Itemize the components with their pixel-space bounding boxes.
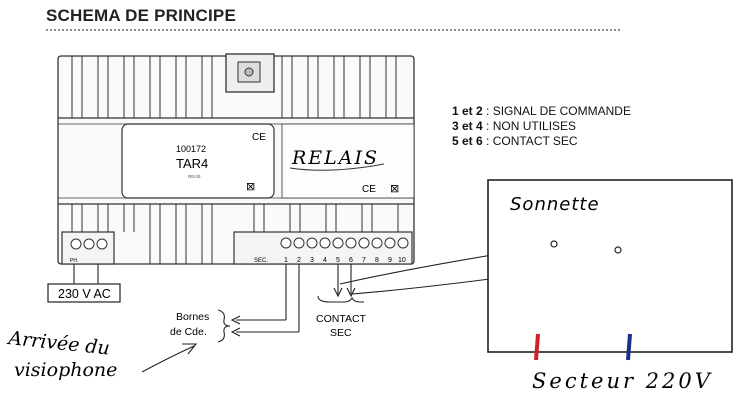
- bornes-label-2: de Cde.: [170, 326, 207, 338]
- secteur-label: Secteur 220V: [532, 369, 713, 393]
- doorbell-terminal-2: [614, 246, 622, 254]
- blue-wire: [626, 333, 632, 361]
- ce-mark-panel: CE: [252, 132, 266, 143]
- legend-pins: 5 et 6: [452, 134, 483, 148]
- contact-wires: [317, 264, 364, 303]
- terminal-number: 2: [297, 257, 301, 264]
- legend-text: SIGNAL DE COMMANDE: [492, 104, 631, 118]
- module-reference: 100172: [176, 144, 206, 154]
- arrivee-line-1: Arrivée du: [5, 327, 110, 360]
- red-wire: [534, 333, 540, 361]
- terminal-number: 5: [336, 257, 340, 264]
- page-title: SCHEMA DE PRINCIPE: [46, 6, 236, 25]
- top-fins: [71, 56, 397, 118]
- terminal-left-label: PH.: [70, 258, 78, 264]
- bornes-brace: [217, 309, 231, 343]
- terminal-numbers: 1 2 3 4 5 6 7 8 9 10: [284, 257, 406, 264]
- ce-mark-right: CE: [362, 184, 376, 195]
- terminal-number: 9: [388, 257, 392, 264]
- recycle-bin-icon: ⊠: [246, 181, 255, 193]
- module-small-text: RE/45: [188, 174, 201, 179]
- terminal-number: 10: [398, 257, 406, 264]
- legend-pins: 1 et 2: [452, 104, 483, 118]
- legend-row: 3 et 4 : NON UTILISES: [452, 119, 577, 133]
- relais-handwritten-label: RELAIS: [291, 147, 379, 169]
- legend-row: 1 et 2 : SIGNAL DE COMMANDE: [452, 104, 631, 118]
- bottom-fins: [71, 204, 399, 264]
- legend-row: 5 et 6 : CONTACT SEC: [452, 134, 578, 148]
- terminal-number: 1: [284, 257, 288, 264]
- sonnette-label: Sonnette: [510, 194, 600, 215]
- pin-legend: 1 et 2 : SIGNAL DE COMMANDE 3 et 4 : NON…: [452, 104, 631, 149]
- legend-pins: 3 et 4: [452, 119, 483, 133]
- power-box: [47, 283, 121, 303]
- contact-label-2: SEC: [330, 327, 352, 339]
- arrivee-line-2: visiophone: [14, 359, 117, 381]
- legend-text: NON UTILISES: [492, 119, 577, 133]
- terminal-number: 3: [310, 257, 314, 264]
- arrivee-arrow: [141, 343, 198, 373]
- module-model: TAR4: [176, 156, 208, 171]
- bornes-label-1: Bornes: [176, 311, 209, 323]
- doorbell-terminal-1: [550, 240, 558, 248]
- terminal-screws: [280, 237, 409, 249]
- weee-bin-icon: ⊠: [390, 183, 399, 195]
- doorbell-box: [487, 179, 733, 353]
- contact-label-1: CONTACT: [316, 313, 367, 325]
- power-label: 230 V AC: [58, 287, 111, 301]
- control-wires: [230, 264, 300, 337]
- power-wires: [73, 264, 99, 284]
- label-panel: [121, 123, 275, 199]
- legend-text: CONTACT SEC: [492, 134, 578, 148]
- terminal-number: 6: [349, 257, 353, 264]
- terminal-number: 8: [375, 257, 379, 264]
- terminal-number: 4: [323, 257, 327, 264]
- terminal-number: 7: [362, 257, 366, 264]
- relay-module: [57, 53, 415, 265]
- terminal-right-label: SEC.: [254, 258, 268, 264]
